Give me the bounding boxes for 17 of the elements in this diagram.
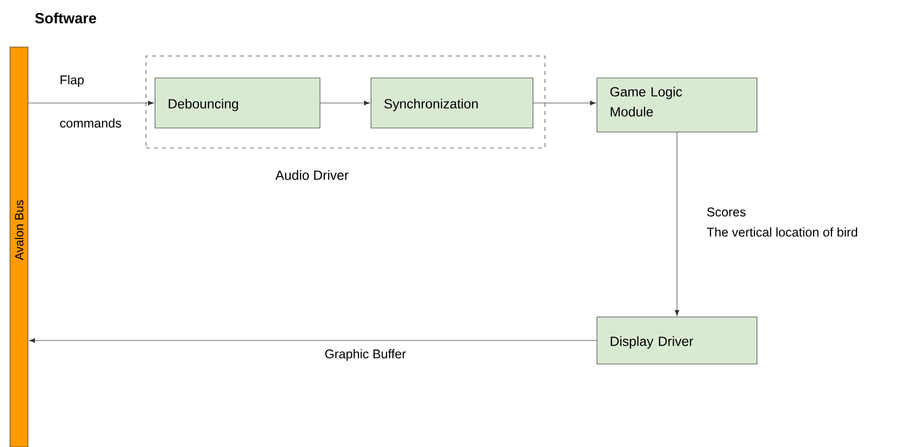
edge-label: Flap xyxy=(58,74,86,88)
arrow xyxy=(320,100,370,106)
arrow xyxy=(533,100,596,106)
bus-bar: Avalon Bus xyxy=(10,46,28,447)
process-box: Display Driver xyxy=(596,316,758,364)
process-box: Synchronization xyxy=(370,78,534,128)
edge-label: Graphic Buffer xyxy=(323,348,408,362)
edge-label: Scores xyxy=(705,206,748,218)
title: Software xyxy=(35,12,96,24)
arrow xyxy=(29,338,597,343)
arrow xyxy=(674,132,680,316)
edge-label: commands xyxy=(58,117,123,129)
node-label: Audio Driver xyxy=(275,170,348,180)
arrow xyxy=(28,100,154,106)
process-box: Debouncing xyxy=(154,78,320,128)
edge-label: The vertical location of bird xyxy=(705,226,860,238)
process-box: Game Logic Module xyxy=(596,78,758,132)
